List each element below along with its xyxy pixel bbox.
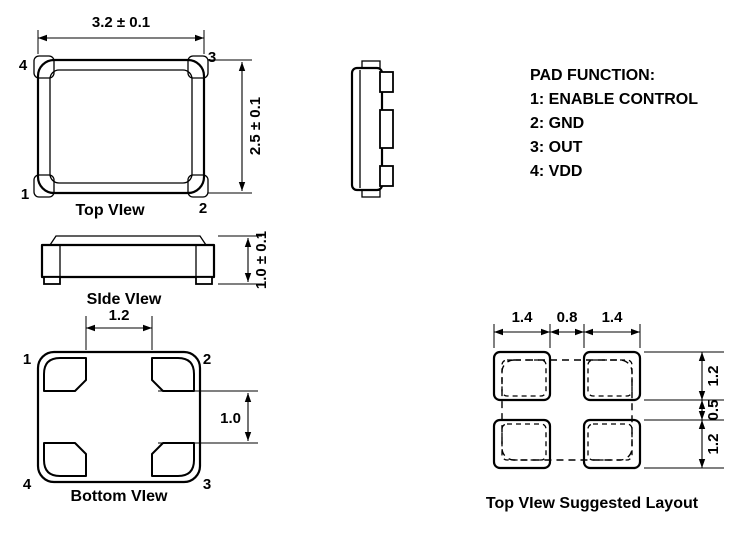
dim-text-pad-height-bottom: 1.2 [705,434,722,455]
dim-text-pad-height-top: 1.2 [705,366,722,387]
bottom-view-span-dimension: 1.2 [85,307,153,350]
side-pad [379,71,394,93]
corner-pad [33,55,55,79]
land-pad [492,350,552,402]
bottom-pad-4 [43,442,87,477]
side-view-body-outline [40,243,216,279]
bottom-view-gap-dimension: 1.0 [158,390,258,444]
bottom-foot-pad [43,276,61,285]
pin-number-3: 3 [208,49,216,66]
bottom-view: 1.2 1.0 1 2 3 4 Bottom VIew [23,307,258,505]
pad-function-item-3: 3: OUT [530,139,583,156]
land-pad [582,350,642,402]
land-pad [582,418,642,470]
dim-text-width: 3.2 ± 0.1 [92,14,150,31]
top-view: 3.2 ± 0.1 4 3 1 2 2.5 ± 0.1 Top VIew [19,14,264,219]
component-pad-dashed [587,359,633,397]
side-view: 1.0 ± 0.1 SIde VIew [40,231,270,308]
top-view-inner-outline [49,69,193,184]
bottom-view-body-outline [36,350,202,484]
bottom-foot-pad [195,276,213,285]
component-pad-dashed [501,359,547,397]
dim-text-pad-width-left: 1.4 [512,309,534,326]
pad-function-legend: PAD FUNCTION: 1: ENABLE CONTROL 2: GND 3… [530,67,698,180]
dim-text-thickness: 1.0 ± 0.1 [253,231,270,289]
pad-function-heading: PAD FUNCTION: [530,67,655,84]
pin-number-2: 2 [199,200,207,217]
top-tab [361,60,381,69]
land-pad [492,418,552,470]
layout-right-dimensions: 1.2 0.5 1.2 [644,351,724,469]
bottom-tab [361,189,381,198]
top-view-body-outline [36,58,206,195]
side-pad [379,109,394,149]
dim-text-pad-gap: 1.0 [220,410,241,427]
component-pad-dashed [587,423,633,461]
pin-number-3: 3 [203,476,211,493]
layout-top-dimensions: 1.4 0.8 1.4 [493,309,641,348]
dim-text-pad-span: 1.2 [109,307,130,324]
corner-pad [187,55,209,79]
side-view-height-dimension: 1.0 ± 0.1 [218,231,270,289]
pad-function-item-4: 4: VDD [530,163,582,180]
pin-number-4: 4 [19,57,28,74]
pin-number-1: 1 [23,351,31,368]
dim-text-height: 2.5 ± 0.1 [247,97,264,155]
top-view-height-dimension: 2.5 ± 0.1 [208,59,264,194]
corner-pad [187,174,209,198]
side-view-label: SIde VIew [87,291,162,308]
pin-number-4: 4 [23,476,32,493]
dim-text-pad-gap-y: 0.5 [705,400,722,421]
pad-function-item-1: 1: ENABLE CONTROL [530,91,698,108]
pad-function-item-2: 2: GND [530,115,584,132]
component-pad-dashed [501,423,547,461]
pin-number-1: 1 [21,186,29,203]
component-outline-dashed [501,359,633,461]
bottom-pad-2 [151,357,195,392]
top-view-label: Top VIew [75,202,145,219]
top-view-width-dimension: 3.2 ± 0.1 [37,14,205,54]
bottom-view-label: Bottom VIew [71,488,168,505]
suggested-layout-label: Top VIew Suggested Layout [486,495,699,512]
corner-pad [33,174,55,198]
pin-number-2: 2 [203,351,211,368]
bottom-pad-3 [151,442,195,477]
end-view [350,60,394,198]
suggested-layout: 1.4 0.8 1.4 1.2 0.5 1.2 Top VIew Suggest… [486,309,724,512]
bottom-pad-1 [43,357,87,392]
dim-text-pad-width-right: 1.4 [602,309,624,326]
side-pad [379,165,394,187]
dim-text-pad-gap-x: 0.8 [557,309,578,326]
